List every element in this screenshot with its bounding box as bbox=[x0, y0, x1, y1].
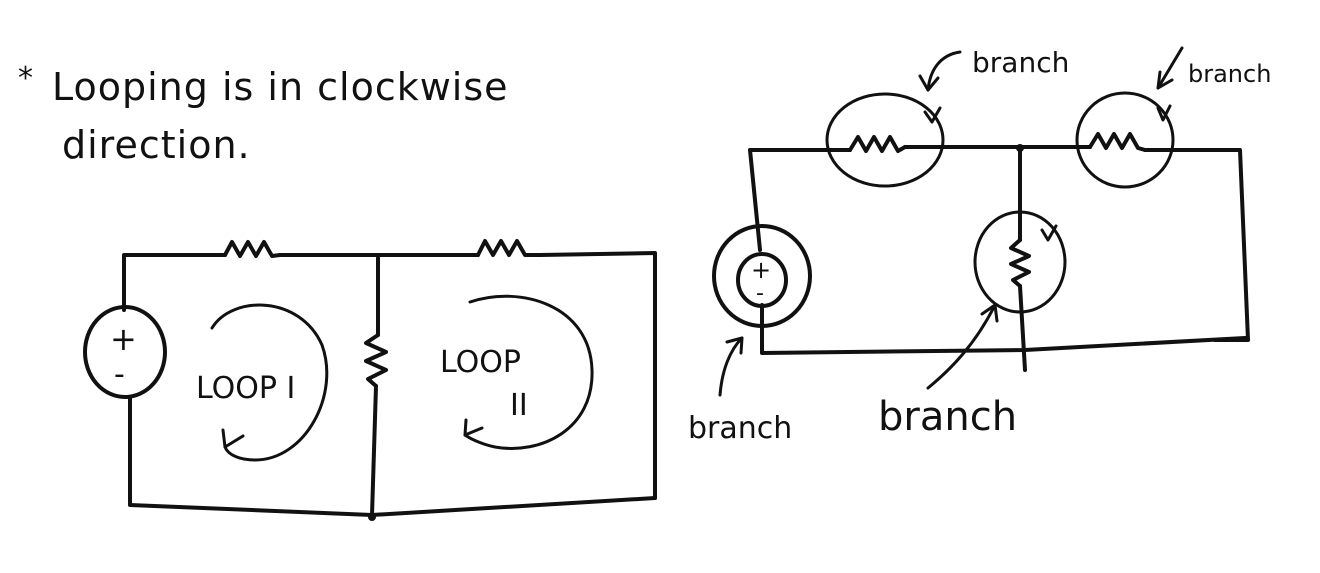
loop2-label-top: LOOP bbox=[440, 345, 521, 380]
left-top-wire-a bbox=[122, 253, 227, 312]
branch-arrowhead-top-left bbox=[923, 106, 942, 124]
note-line-2: direction. bbox=[62, 123, 251, 167]
branch-label-top-right: branch bbox=[1188, 60, 1271, 88]
branch-circle-top-right bbox=[1075, 91, 1175, 189]
right-top-wire-c bbox=[1143, 148, 1250, 342]
note-star: * bbox=[18, 61, 34, 96]
branch-label-top-left: branch bbox=[972, 46, 1069, 79]
right-voltage-source-inner bbox=[736, 252, 788, 308]
right-middle-wire-bottom bbox=[1018, 284, 1027, 372]
pointer-arrow-top-left bbox=[926, 50, 962, 92]
right-top-wire-a bbox=[748, 148, 852, 252]
right-source-plus: + bbox=[751, 256, 771, 284]
pointer-arrowhead-top-right bbox=[1156, 70, 1174, 90]
left-source-minus: - bbox=[114, 357, 125, 392]
left-middle-wire-bottom bbox=[370, 384, 378, 517]
right-junction bbox=[1016, 144, 1024, 152]
loop2-arrowhead bbox=[463, 418, 484, 437]
branch-label-bottom-left: branch bbox=[688, 411, 792, 446]
left-top-resistor-2 bbox=[476, 239, 542, 257]
branch-arrowhead-top-right bbox=[1156, 104, 1172, 122]
right-source-minus: - bbox=[756, 281, 764, 306]
pointer-arrowhead-bottom-mid bbox=[980, 303, 999, 323]
branch-label-bottom-mid: branch bbox=[878, 394, 1017, 440]
left-source-plus: + bbox=[110, 320, 137, 358]
left-top-resistor-1 bbox=[223, 240, 282, 258]
pointer-arrowhead-top-left bbox=[918, 74, 940, 92]
left-middle-resistor bbox=[364, 333, 388, 388]
right-top-resistor-1 bbox=[848, 135, 907, 153]
right-top-resistor-2 bbox=[1088, 132, 1147, 152]
left-top-wire-c bbox=[538, 251, 657, 500]
pointer-arrow-top-right bbox=[1156, 46, 1184, 90]
pointer-arrow-bottom-left bbox=[718, 336, 744, 397]
right-bottom-wire bbox=[760, 303, 1247, 355]
left-junction bbox=[368, 513, 376, 521]
loop1-arrow bbox=[210, 303, 329, 462]
branch-circle-top-left bbox=[825, 92, 945, 188]
pointer-arrow-bottom-mid bbox=[926, 303, 997, 390]
note-line-1: Looping is in clockwise bbox=[52, 65, 509, 109]
loop1-label: LOOP I bbox=[196, 371, 295, 406]
left-circuit: + - LOOP I LOOP II bbox=[83, 239, 657, 521]
left-voltage-source bbox=[83, 305, 167, 399]
loop1-arrowhead bbox=[221, 428, 245, 449]
right-circuit: + - branch branch branch branch bbox=[688, 46, 1271, 446]
right-middle-resistor bbox=[1009, 238, 1031, 288]
branch-circle-middle bbox=[973, 210, 1067, 314]
left-bottom-wire bbox=[128, 396, 657, 517]
loop2-arrow bbox=[463, 294, 594, 450]
loop2-label-bottom: II bbox=[510, 388, 528, 423]
pointer-arrowhead-bottom-left bbox=[725, 336, 744, 355]
right-voltage-source-branch-circle bbox=[712, 224, 812, 328]
branch-arrowhead-middle bbox=[1040, 224, 1058, 242]
